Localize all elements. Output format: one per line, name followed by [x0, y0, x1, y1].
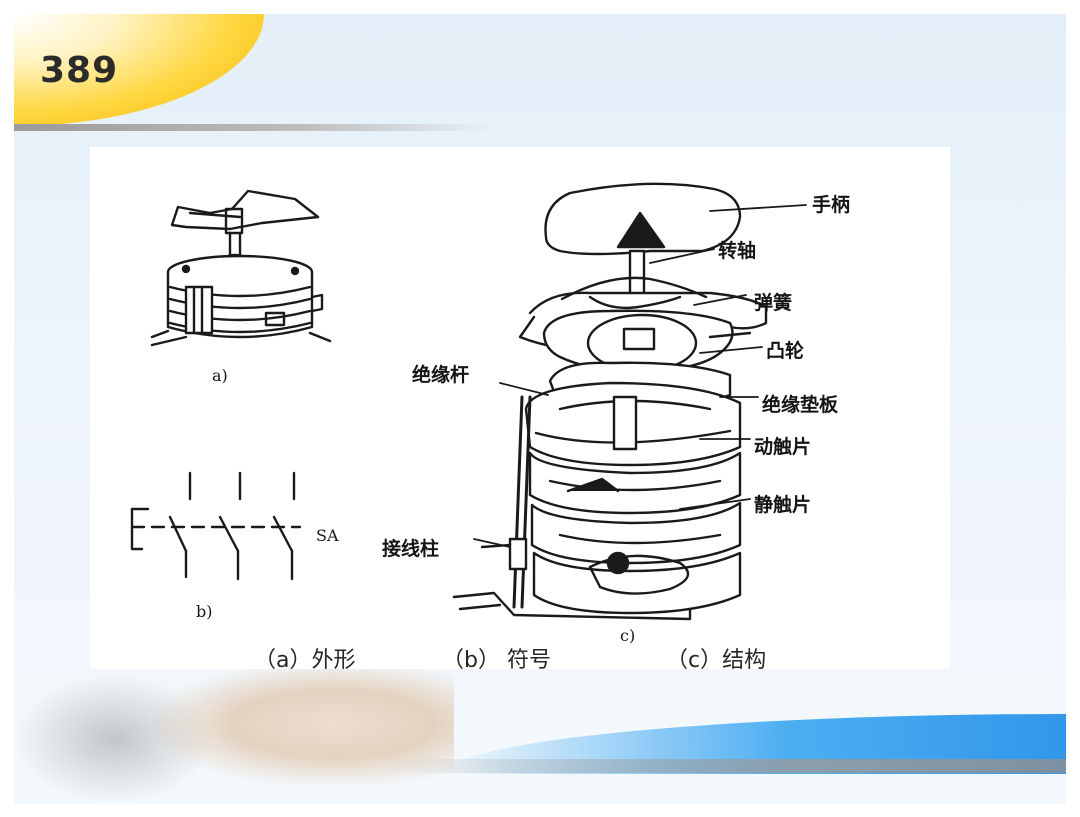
caption-b: （b） 符号: [442, 648, 551, 669]
label-handle: 手柄: [812, 193, 850, 216]
label-shaft: 转轴: [718, 239, 756, 262]
header-rule: [14, 124, 494, 131]
label-moving-contact: 动触片: [754, 435, 811, 458]
label-insulating-pad: 绝缘垫板: [762, 393, 839, 416]
label-spring: 弹簧: [754, 291, 792, 314]
switch-structure-drawing: [452, 182, 768, 621]
background-gray-wave: [386, 759, 1066, 773]
switch-symbol-drawing: [130, 471, 302, 581]
sub-label-b: b): [196, 602, 212, 621]
caption-a: （a）外形: [254, 648, 355, 669]
part-leader-lines: [473, 204, 807, 548]
label-cam: 凸轮: [766, 339, 804, 362]
slide-background: 389: [14, 14, 1066, 804]
slide-number: 389: [40, 50, 119, 91]
sub-label-a: a): [212, 366, 228, 385]
figure-panel: a) b) c) SA 手柄 转轴 弹簧 凸轮 绝缘杆 绝缘垫板 动触片 静触片…: [90, 147, 950, 669]
switch-exterior-drawing: [150, 189, 332, 347]
sub-label-c: c): [620, 626, 635, 645]
label-terminal: 接线柱: [382, 537, 439, 560]
label-static-contact: 静触片: [754, 493, 811, 516]
label-insulating-rod: 绝缘杆: [412, 363, 469, 386]
switch-figure: a) b) c) SA 手柄 转轴 弹簧 凸轮 绝缘杆 绝缘垫板 动触片 静触片…: [130, 182, 850, 669]
caption-c: （c）结构: [666, 648, 766, 669]
symbol-label: SA: [316, 526, 339, 545]
